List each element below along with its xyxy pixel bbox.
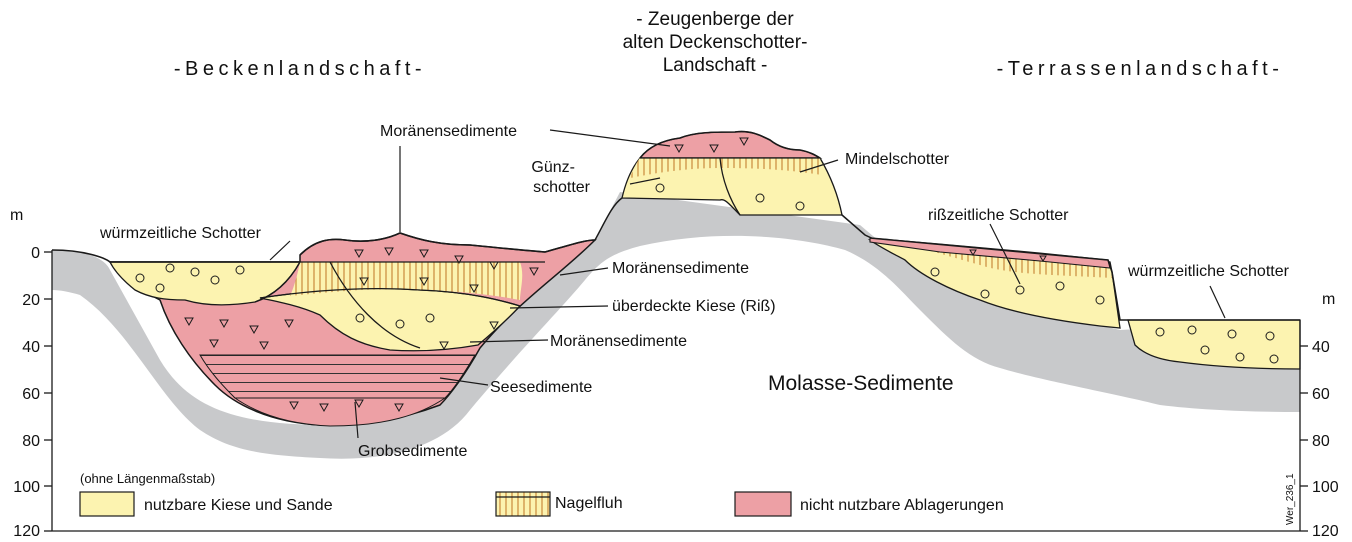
legend-label-pink: nicht nutzbare Ablagerungen: [800, 497, 1004, 514]
axis-right-tick-60: 60: [1312, 386, 1330, 403]
legend-swatch-yellow: [80, 492, 134, 516]
basin-lake-sediments: [200, 355, 475, 398]
heading-zeugenberge-line1: - Zeugenberge der: [636, 9, 794, 30]
axis-left-tick-0: 0: [31, 245, 40, 262]
legend-swatch-pink: [735, 492, 791, 516]
label-risszeitliche: rißzeitliche Schotter: [928, 207, 1069, 224]
label-guenz-line1: Günz-: [531, 159, 575, 176]
heading-terrassenlandschaft: -Terrassenlandschaft-: [997, 58, 1284, 80]
label-molasse: Molasse-Sedimente: [768, 372, 954, 395]
axis-left-unit: m: [10, 207, 23, 224]
label-seesedimente: Seesedimente: [490, 379, 592, 396]
figure-code: Wer_236_1: [1285, 473, 1296, 525]
heading-zeugenberge-line3: Landschaft -: [663, 55, 768, 76]
label-guenz-line2: schotter: [533, 179, 591, 196]
legend-note: (ohne Längenmaßstab): [80, 471, 215, 486]
axis-right-tick-120: 120: [1312, 523, 1339, 537]
axis-right-unit: m: [1322, 291, 1335, 308]
axis-left-tick-100: 100: [13, 479, 40, 496]
axis-left: m 0 20 40 60 80 100 120: [10, 207, 52, 537]
label-moraene-top: Moränensedimente: [380, 123, 517, 140]
axis-left-tick-80: 80: [22, 433, 40, 450]
heading-zeugenberge-line2: alten Deckenschotter-: [623, 32, 808, 53]
label-moraene-low: Moränensedimente: [550, 333, 687, 350]
hill-moraine-cap: [640, 132, 820, 158]
axis-right-tick-40: 40: [1312, 339, 1330, 356]
axis-left-tick-20: 20: [22, 292, 40, 309]
heading-beckenlandschaft: -Beckenlandschaft-: [174, 58, 426, 80]
axis-right: m 40 60 80 100 120: [1300, 291, 1339, 537]
axis-right-tick-100: 100: [1312, 479, 1339, 496]
legend: (ohne Längenmaßstab) nutzbare Kiese und …: [80, 471, 1004, 516]
label-mindelschotter: Mindelschotter: [845, 151, 950, 168]
axis-left-tick-40: 40: [22, 339, 40, 356]
legend-label-nagelfluh: Nagelfluh: [555, 495, 623, 512]
label-moraene-mid: Moränensedimente: [612, 260, 749, 277]
axis-right-tick-80: 80: [1312, 433, 1330, 450]
axis-left-tick-120: 120: [13, 523, 40, 537]
label-wuerm-left: würmzeitliche Schotter: [99, 225, 262, 242]
axis-left-tick-60: 60: [22, 386, 40, 403]
label-grobsedimente: Grobsedimente: [358, 443, 467, 460]
label-wuerm-right: würmzeitliche Schotter: [1127, 263, 1290, 280]
label-ueberdeckte-kiese: überdeckte Kiese (Riß): [612, 298, 776, 315]
legend-swatch-nagelfluh: [496, 492, 550, 516]
legend-label-yellow: nutzbare Kiese und Sande: [144, 497, 333, 514]
